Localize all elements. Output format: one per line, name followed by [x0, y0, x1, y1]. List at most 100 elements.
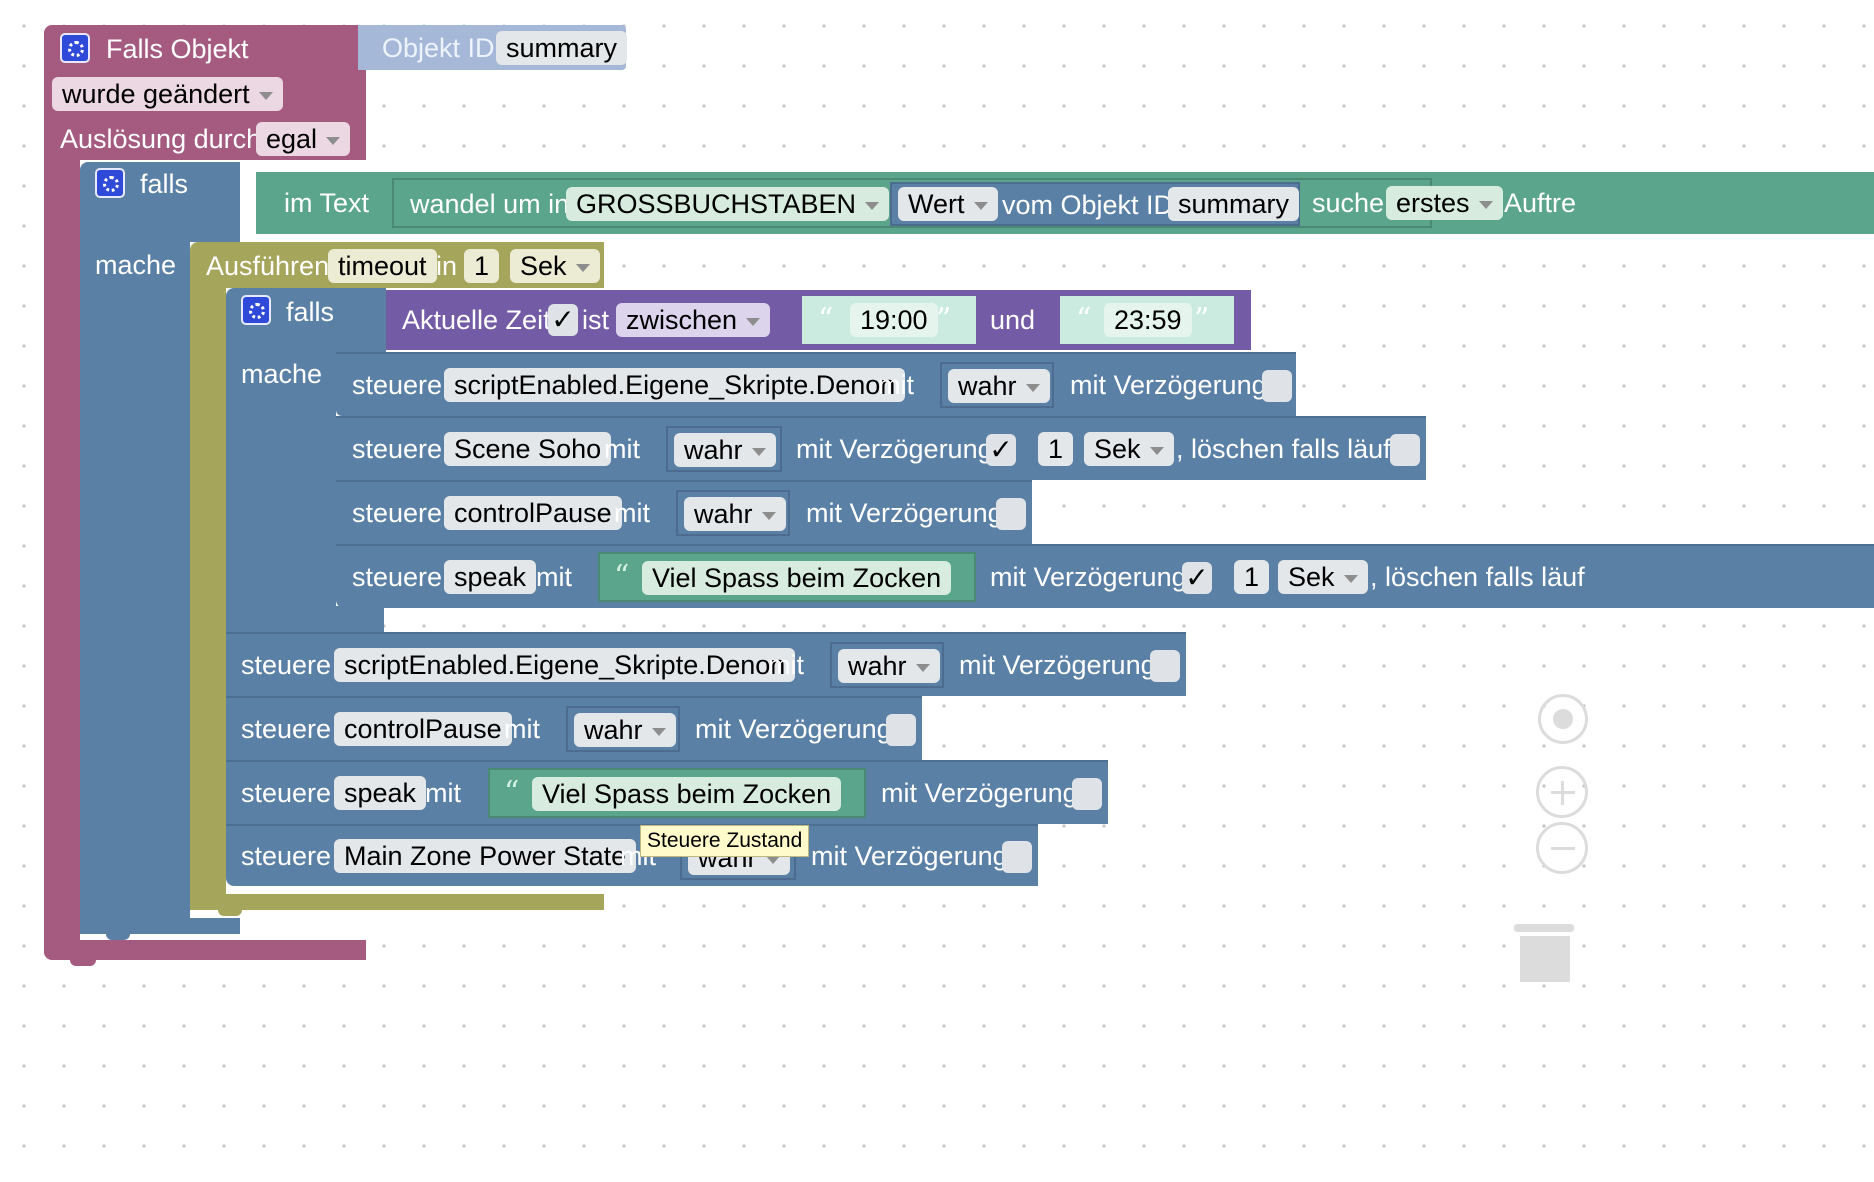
- control-label: steuere: [352, 562, 443, 592]
- occurrence-label: Auftre: [1504, 188, 1577, 218]
- control-block-1[interactable]: steuere scriptEnabled.Eigene_Skripte.Den…: [336, 352, 1296, 416]
- outer-if-gear-icon[interactable]: [95, 168, 125, 198]
- delay-unit-dropdown[interactable]: Sek: [1084, 432, 1174, 466]
- delay-label: mit Verzögerung: [695, 714, 892, 744]
- value-block[interactable]: wahr: [666, 426, 782, 472]
- value-block[interactable]: wahr: [940, 362, 1054, 408]
- delay-checkbox[interactable]: [1072, 778, 1102, 810]
- text-search-block[interactable]: im Text wandel um in GROSSBUCHSTABEN Wer…: [256, 172, 1874, 234]
- object-field[interactable]: speak: [334, 776, 427, 810]
- quote-close-icon: ”: [936, 559, 952, 594]
- zoom-out-icon[interactable]: [1536, 822, 1588, 874]
- trigger-mode-dropdown[interactable]: wurde geändert: [52, 77, 283, 111]
- settings-gear-icon[interactable]: [60, 33, 90, 63]
- delay-checkbox[interactable]: ✓: [986, 434, 1016, 466]
- case-dropdown[interactable]: GROSSBUCHSTABEN: [566, 187, 890, 221]
- with-label: mit: [425, 778, 461, 808]
- value-dropdown[interactable]: Wert: [898, 187, 998, 221]
- tooltip: Steuere Zustand: [640, 825, 810, 857]
- quote-close-icon: ”: [936, 302, 952, 337]
- control-block-6[interactable]: steuere controlPause mit wahr mit Verzög…: [226, 696, 922, 760]
- value-block[interactable]: wahr: [830, 642, 944, 688]
- text-block[interactable]: “ Viel Spass beim Zocken ”: [598, 552, 976, 602]
- delay-checkbox[interactable]: [996, 498, 1026, 530]
- value-dropdown[interactable]: wahr: [574, 713, 676, 747]
- control-label: steuere: [352, 498, 443, 528]
- timeout-unit-dropdown[interactable]: Sek: [510, 249, 600, 283]
- is-label: ist: [582, 305, 609, 335]
- with-label: mit: [604, 434, 640, 464]
- with-label: mit: [504, 714, 540, 744]
- control-block-4[interactable]: steuere speak mit “ Viel Spass beim Zock…: [336, 544, 1874, 608]
- to-time-block[interactable]: “ 23:59 ”: [1060, 296, 1234, 344]
- compare-dropdown[interactable]: zwischen: [616, 303, 771, 337]
- delay-checkbox[interactable]: [1262, 370, 1292, 402]
- clear-running-checkbox[interactable]: [1390, 434, 1420, 466]
- object-field[interactable]: scriptEnabled.Eigene_Skripte.Denon: [444, 368, 906, 402]
- object-field[interactable]: speak: [444, 560, 537, 594]
- value-dropdown[interactable]: wahr: [684, 497, 786, 531]
- object-id-field[interactable]: summary: [496, 31, 628, 65]
- trash-icon[interactable]: [1514, 920, 1574, 982]
- convert-case-block[interactable]: wandel um in GROSSBUCHSTABEN Wert vom Ob…: [392, 178, 1432, 228]
- value-dropdown[interactable]: wahr: [948, 369, 1050, 403]
- delay-unit-dropdown[interactable]: Sek: [1278, 560, 1368, 594]
- timeout-variable[interactable]: timeout: [328, 249, 437, 283]
- control-label: steuere: [241, 841, 332, 871]
- with-label: mit: [768, 650, 804, 680]
- recenter-icon[interactable]: [1538, 694, 1588, 744]
- with-label: mit: [536, 562, 572, 592]
- object-id-label: Objekt ID: [382, 33, 495, 63]
- from-time-field[interactable]: 19:00: [850, 303, 938, 337]
- delay-label: mit Verzögerung: [806, 498, 1003, 528]
- to-time-field[interactable]: 23:59: [1104, 303, 1192, 337]
- delay-checkbox[interactable]: [1002, 841, 1032, 873]
- find-dropdown[interactable]: erstes: [1386, 186, 1503, 220]
- object-field[interactable]: controlPause: [334, 712, 512, 746]
- value-block[interactable]: wahr: [566, 706, 680, 752]
- delay-checkbox[interactable]: ✓: [1182, 562, 1212, 594]
- control-block-5[interactable]: steuere scriptEnabled.Eigene_Skripte.Den…: [226, 632, 1186, 696]
- outer-do-label: mache: [95, 250, 177, 280]
- delay-label: mit Verzögerung: [881, 778, 1078, 808]
- control-block-2[interactable]: steuere Scene Soho mit wahr mit Verzöger…: [336, 416, 1426, 480]
- control-label: steuere: [241, 778, 332, 808]
- object-field[interactable]: controlPause: [444, 496, 622, 530]
- text-field[interactable]: Viel Spass beim Zocken: [642, 561, 952, 595]
- value-dropdown[interactable]: wahr: [838, 649, 940, 683]
- from-object-label: vom Objekt ID: [1002, 190, 1174, 220]
- time-checkbox[interactable]: ✓: [548, 304, 578, 336]
- delay-checkbox[interactable]: [886, 714, 916, 746]
- timeout-in-label: in: [436, 251, 458, 281]
- quote-open-icon: “: [614, 559, 630, 594]
- zoom-in-icon[interactable]: [1536, 766, 1588, 818]
- delay-amount-field[interactable]: 1: [1234, 560, 1270, 594]
- control-label: steuere: [352, 370, 443, 400]
- value-block[interactable]: wahr: [676, 490, 790, 536]
- delay-label: mit Verzögerung: [990, 562, 1187, 592]
- in-text-label: im Text: [284, 188, 370, 218]
- object-field[interactable]: Main Zone Power State: [334, 839, 637, 873]
- condition-object-id[interactable]: summary: [1168, 187, 1300, 221]
- object-id-block[interactable]: Objekt ID summary: [358, 25, 628, 70]
- text-block[interactable]: “ Viel Spass beim Zocken ”: [488, 768, 866, 818]
- time-compare-block[interactable]: Aktuelle Zeit ✓ ist zwischen “ 19:00 ” u…: [386, 290, 1251, 350]
- from-time-block[interactable]: “ 19:00 ”: [802, 296, 976, 344]
- delay-checkbox[interactable]: [1150, 650, 1180, 682]
- inner-if-gear-icon[interactable]: [241, 295, 271, 325]
- object-field[interactable]: Scene Soho: [444, 432, 612, 466]
- current-time-label: Aktuelle Zeit: [402, 305, 551, 335]
- get-value-block[interactable]: Wert vom Objekt ID summary: [890, 182, 1300, 226]
- control-block-3[interactable]: steuere controlPause mit wahr mit Verzög…: [336, 480, 1032, 544]
- trigger-by-dropdown[interactable]: egal: [256, 122, 351, 156]
- value-dropdown[interactable]: wahr: [674, 433, 776, 467]
- delay-label: mit Verzögerung: [796, 434, 993, 464]
- control-block-8[interactable]: steuere Main Zone Power State mit wahr m…: [226, 824, 1038, 886]
- clear-running-label: , löschen falls läuf: [1370, 562, 1585, 592]
- and-label: und: [990, 305, 1036, 335]
- object-field[interactable]: scriptEnabled.Eigene_Skripte.Denon: [334, 648, 796, 682]
- control-block-7[interactable]: steuere speak mit “ Viel Spass beim Zock…: [226, 760, 1108, 824]
- timeout-delay-field[interactable]: 1: [464, 249, 500, 283]
- text-field[interactable]: Viel Spass beim Zocken: [532, 777, 842, 811]
- delay-amount-field[interactable]: 1: [1038, 432, 1074, 466]
